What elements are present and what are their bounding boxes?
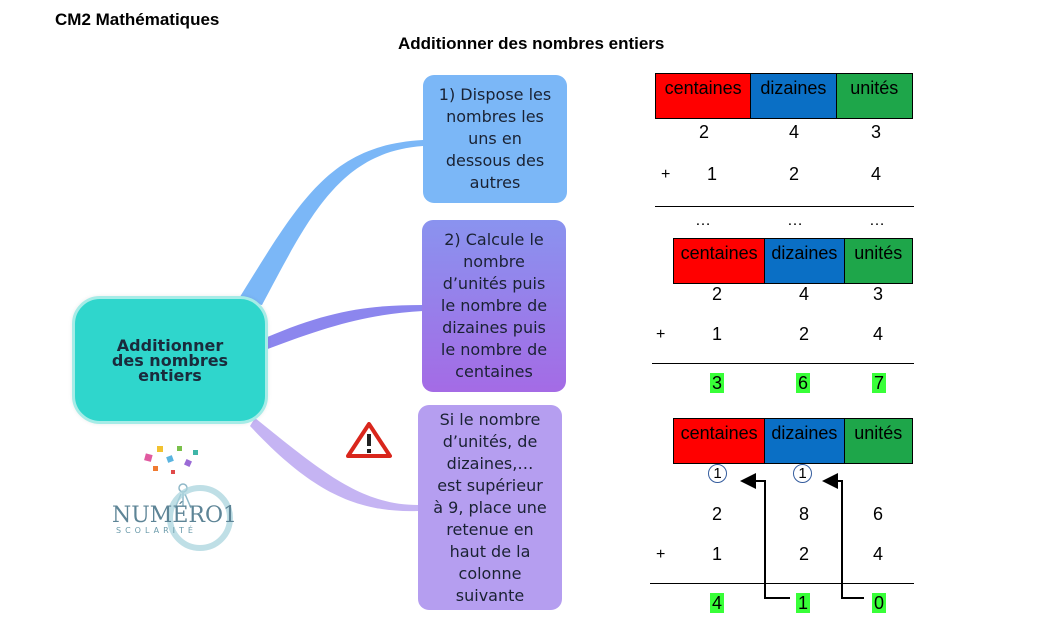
t1-sum-line [655, 206, 914, 207]
t2-result-dizaines: 6 [796, 373, 811, 393]
t3-sum-line [650, 583, 914, 584]
branch-line: suivante [455, 585, 525, 605]
branch-line: haut de la [449, 541, 531, 561]
t1-result-centaines: … [695, 212, 711, 229]
branch-line: 1) Dispose les [438, 85, 552, 104]
t3-row2-centaines: 1 [711, 544, 722, 564]
header-dizaines: dizaines [765, 419, 845, 463]
carry-arrow-centaines [740, 473, 790, 599]
branch-line: nombres les [446, 107, 544, 126]
branch-line: le nombre de [440, 296, 548, 315]
connector-branch-1 [238, 140, 423, 305]
t1-row1-centaines: 2 [698, 122, 709, 142]
subject-label: CM2 Mathématiques [55, 10, 220, 29]
branch-retenue: Si le nombre d’unités, de dizaines,… est… [418, 405, 562, 610]
logo-subtitle: SCOLARITÉ [116, 526, 197, 535]
t1-row1-dizaines: 4 [788, 122, 799, 142]
central-topic: Additionner des nombres entiers [72, 296, 268, 424]
t3-carry-centaines: 1 [708, 464, 727, 483]
branch-line: 2) Calcule le [444, 230, 544, 249]
header-centaines: centaines [674, 239, 766, 283]
t3-result-dizaines: 1 [796, 593, 811, 613]
t2-row2-centaines: 1 [711, 324, 722, 344]
branch-line: Si le nombre [439, 409, 541, 429]
table3-header: centaines dizaines unités [673, 418, 913, 464]
logo-word: NUMÉRO1 [112, 503, 237, 528]
warning-triangle-icon [346, 422, 392, 458]
t3-result-centaines: 4 [710, 593, 725, 613]
t1-row1-unites: 3 [870, 122, 881, 142]
branch-line: nombre [463, 252, 525, 271]
t3-row1-unites: 6 [872, 504, 883, 524]
branch-calcule: 2) Calcule le nombre d’unités puis le no… [422, 220, 566, 392]
t2-row1-dizaines: 4 [798, 284, 809, 304]
header-centaines: centaines [656, 74, 752, 118]
t2-row1-centaines: 2 [711, 284, 722, 304]
branch-line: colonne [458, 563, 522, 583]
branch-line: est supérieur [437, 475, 543, 495]
t2-plus-sign: + [656, 326, 666, 343]
t1-result-unites: … [869, 212, 885, 229]
header-unites: unités [844, 419, 912, 463]
t2-result-unites: 7 [872, 373, 887, 393]
table2-header: centaines dizaines unités [673, 238, 913, 284]
t1-row2-unites: 4 [870, 164, 881, 184]
header-centaines: centaines [674, 419, 766, 463]
carry-arrow-dizaines [822, 473, 864, 599]
branch-line: autres [469, 173, 521, 192]
t3-plus-sign: + [656, 546, 666, 563]
t3-row1-dizaines: 8 [798, 504, 809, 524]
t1-row2-dizaines: 2 [788, 164, 799, 184]
t1-result-dizaines: … [787, 212, 803, 229]
t3-row2-dizaines: 2 [798, 544, 809, 564]
header-dizaines: dizaines [765, 239, 845, 283]
t2-row2-unites: 4 [872, 324, 883, 344]
t3-row1-centaines: 2 [711, 504, 722, 524]
central-line: entiers [138, 365, 202, 385]
t3-row2-unites: 4 [872, 544, 883, 564]
t2-row1-unites: 3 [872, 284, 883, 304]
page-title: Additionner des nombres entiers [398, 34, 665, 53]
header-unites: unités [844, 239, 912, 283]
branch-line: le nombre de [440, 340, 548, 359]
branch-line: dessous des [445, 151, 545, 170]
branch-line: d’unités, de [442, 431, 538, 451]
central-line: des nombres [111, 350, 229, 370]
connector-branch-3 [250, 418, 418, 512]
branch-line: uns en [468, 129, 522, 148]
branch-line: retenue en [446, 519, 534, 539]
branch-line: à 9, place une [433, 497, 547, 517]
t1-row2-centaines: 1 [706, 164, 717, 184]
connector-branch-2 [265, 305, 423, 350]
header-unites: unités [836, 74, 912, 118]
branch-dispose: 1) Dispose les nombres les uns en dessou… [423, 75, 567, 203]
central-line: Additionner [116, 335, 224, 355]
numero1-logo [144, 446, 233, 551]
branch-line: dizaines puis [442, 318, 546, 337]
t2-result-centaines: 3 [710, 373, 725, 393]
t3-result-unites: 0 [872, 593, 887, 613]
t2-row2-dizaines: 2 [798, 324, 809, 344]
branch-line: d’unités puis [442, 274, 546, 293]
table1-header: centaines dizaines unités [655, 73, 913, 119]
branch-line: centaines [455, 362, 533, 381]
header-dizaines: dizaines [751, 74, 837, 118]
t1-plus-sign: + [661, 166, 671, 183]
t3-carry-dizaines: 1 [793, 464, 812, 483]
branch-line: dizaines,… [446, 453, 534, 473]
t2-sum-line [652, 363, 914, 364]
